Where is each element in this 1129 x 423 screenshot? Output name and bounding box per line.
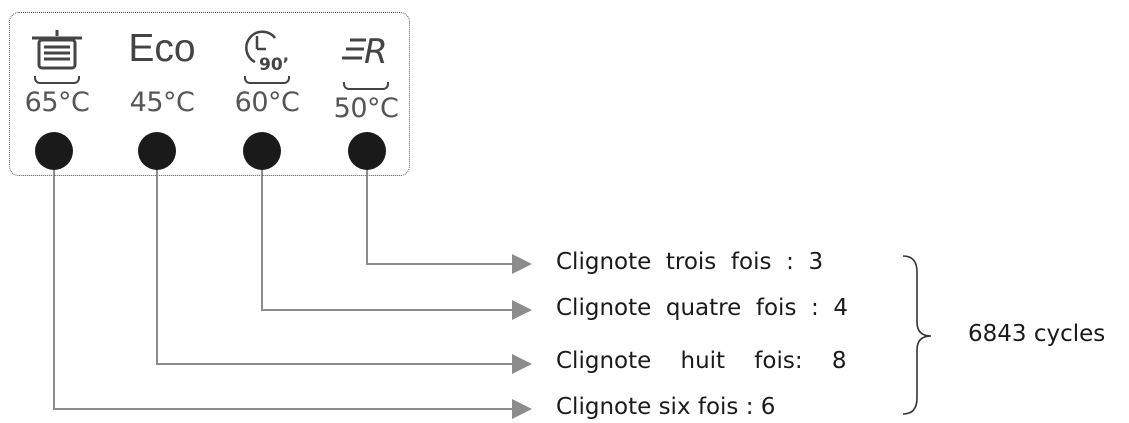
eco-label: Eco — [128, 27, 196, 70]
program-90min: 90’ 60°C — [217, 26, 317, 118]
total-cycles: 6843 cycles — [968, 321, 1106, 347]
program-underline — [34, 76, 80, 84]
program-temp: 45°C — [129, 87, 195, 118]
program-temp: 65°C — [24, 87, 90, 118]
indicator-dot-1 — [35, 132, 73, 170]
pot-icon — [7, 26, 107, 72]
control-panel — [9, 12, 410, 176]
clock-90-icon: 90’ — [217, 26, 317, 72]
program-temp: 50°C — [333, 93, 399, 124]
label-quatre: Clignote quatre fois : 4 — [556, 295, 849, 321]
program-intensive: 65°C — [7, 26, 107, 118]
program-temp: 60°C — [234, 87, 300, 118]
program-eco: Eco 45°C — [112, 26, 212, 118]
indicator-dot-4 — [348, 132, 386, 170]
program-underline — [244, 76, 290, 84]
clock-90-text: 90’ — [259, 55, 289, 72]
label-six: Clignote six fois : 6 — [556, 394, 776, 420]
indicator-dot-3 — [243, 132, 281, 170]
label-huit: Clignote huit fois: 8 — [556, 348, 847, 374]
label-trois: Clignote trois fois : 3 — [556, 249, 824, 275]
program-rinse: R 50°C — [316, 26, 416, 124]
indicator-dot-2 — [138, 132, 176, 170]
program-underline — [343, 82, 389, 90]
rinse-r-text: R — [364, 32, 388, 72]
curly-brace — [902, 255, 932, 415]
rinse-r-icon: R — [316, 26, 416, 72]
